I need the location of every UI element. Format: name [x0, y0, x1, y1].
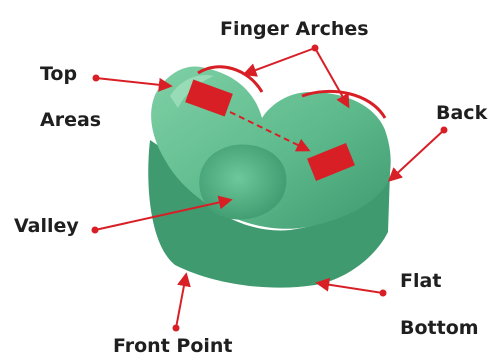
label-flat: Flat [400, 272, 441, 291]
label-areas: Areas [40, 111, 101, 130]
green-object [148, 67, 390, 288]
label-bottom: Bottom [400, 319, 479, 338]
label-valley: Valley [14, 217, 79, 236]
label-finger-arches: Finger Arches [220, 20, 369, 39]
label-back: Back [436, 104, 487, 123]
label-front-point: Front Point [113, 337, 233, 356]
label-top: Top [40, 65, 77, 84]
